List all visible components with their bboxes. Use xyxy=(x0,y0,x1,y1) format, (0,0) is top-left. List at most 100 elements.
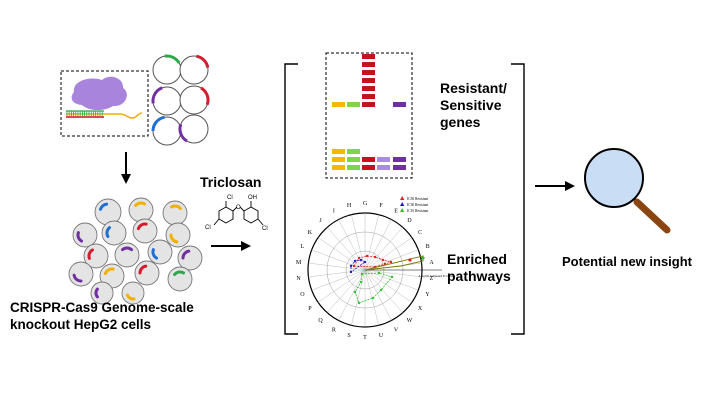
dna-strand-icon xyxy=(66,111,103,116)
gene-bar xyxy=(362,54,375,59)
radar-axis-label: -Log10(Adjusted P-value) xyxy=(418,274,456,278)
cells-label: CRISPR-Cas9 Genome-scale knockout HepG2 … xyxy=(10,300,194,332)
cell-plasmid xyxy=(169,233,179,244)
cell-plasmid xyxy=(76,231,83,243)
radar-point xyxy=(353,290,357,294)
radar-letter: I xyxy=(333,209,335,215)
radar-spoke xyxy=(364,269,413,303)
radar-letter: M xyxy=(296,260,302,266)
sgrna-icon xyxy=(66,112,143,119)
gene-bar xyxy=(362,157,375,162)
cell-plasmid xyxy=(173,270,185,276)
gene-bar xyxy=(393,157,406,162)
molecule-oh: OH xyxy=(248,195,257,201)
right-bracket xyxy=(511,63,525,335)
radar-point xyxy=(381,258,385,262)
gene-bars-panel xyxy=(325,52,413,179)
gene-bar xyxy=(332,149,345,154)
cell-plasmid xyxy=(181,249,191,260)
radar-point xyxy=(349,264,353,268)
cas9-protein-icon xyxy=(71,76,127,111)
gene-bar xyxy=(332,102,345,107)
radar-spoke xyxy=(351,269,366,326)
plasmid-insert xyxy=(151,115,165,132)
radar-letter: L xyxy=(301,244,305,250)
radar-spoke xyxy=(327,269,366,313)
radar-letter: N xyxy=(296,276,301,282)
cell-plasmid xyxy=(138,264,148,275)
compound-label: Triclosan xyxy=(200,174,262,190)
radar-letter: Z xyxy=(430,276,434,282)
pathways-label: Enriched pathways xyxy=(447,251,511,284)
radar-spoke xyxy=(364,269,392,321)
gene-bar xyxy=(362,78,375,83)
cell-plasmid xyxy=(136,222,148,231)
radar-point xyxy=(421,256,425,260)
radar-point xyxy=(390,275,394,279)
radar-spoke xyxy=(317,237,366,271)
radar-spoke xyxy=(308,269,366,278)
plasmid-insert xyxy=(178,123,188,143)
radar-letter: S xyxy=(347,333,350,339)
plasmid-library xyxy=(151,54,210,146)
radar-letter: P xyxy=(308,306,312,312)
radar-letter: X xyxy=(418,306,423,312)
radar-spoke xyxy=(317,269,366,303)
radar-series-spike xyxy=(364,255,424,271)
gene-bar xyxy=(347,102,360,107)
radar-spoke xyxy=(351,214,366,271)
gene-bar xyxy=(377,165,390,170)
radar-spoke xyxy=(364,227,403,271)
radar-point xyxy=(352,264,356,268)
gene-bar xyxy=(347,149,360,154)
cell xyxy=(114,242,140,268)
radar-letter: V xyxy=(394,327,399,333)
plasmid-insert xyxy=(200,86,210,106)
cell-plasmid xyxy=(94,287,99,299)
gene-bar xyxy=(362,70,375,75)
gene-bar xyxy=(393,102,406,107)
radar-spoke xyxy=(364,219,392,271)
radar-point xyxy=(365,254,369,258)
radar-letter: T xyxy=(363,335,367,341)
radar-letter: Q xyxy=(318,318,323,324)
radar-letter: U xyxy=(379,333,384,339)
radar-point xyxy=(377,271,381,275)
cell xyxy=(90,281,114,305)
radar-letter: K xyxy=(308,230,313,236)
genes-label: Resistant/ Sensitive genes xyxy=(440,80,507,130)
molecule-cl-right: Cl xyxy=(262,226,268,232)
gene-bar xyxy=(347,157,360,162)
cell xyxy=(121,281,145,305)
radar-spoke xyxy=(364,214,379,271)
plasmid-insert xyxy=(196,54,210,68)
radar-point xyxy=(371,296,375,300)
plasmid-insert xyxy=(151,86,163,104)
radar-point xyxy=(353,259,357,263)
gene-bar xyxy=(347,165,360,170)
radar-point xyxy=(359,258,363,262)
radar-spoke xyxy=(311,249,366,271)
radar-letter: A xyxy=(429,260,434,266)
magnifier-icon xyxy=(584,148,671,234)
molecule-cl-top: Cl xyxy=(227,195,233,201)
radar-letter: D xyxy=(407,218,412,224)
radar-letter: C xyxy=(418,230,422,236)
cell-plasmid xyxy=(105,226,111,238)
molecule-cl-left: Cl xyxy=(205,225,211,231)
cell-plasmid xyxy=(99,202,109,211)
gene-bar xyxy=(332,157,345,162)
legend-marker xyxy=(400,208,405,212)
cell-plasmid xyxy=(170,204,182,210)
cell-plasmid xyxy=(87,248,94,260)
gene-bar xyxy=(332,165,345,170)
triclosan-structure-icon xyxy=(213,201,264,226)
gene-bar xyxy=(362,165,375,170)
radar-point xyxy=(408,258,412,262)
radar-letter: R xyxy=(332,327,336,333)
radar-spoke xyxy=(327,227,366,271)
radar-spoke xyxy=(364,269,379,326)
plasmid-insert xyxy=(164,54,181,64)
